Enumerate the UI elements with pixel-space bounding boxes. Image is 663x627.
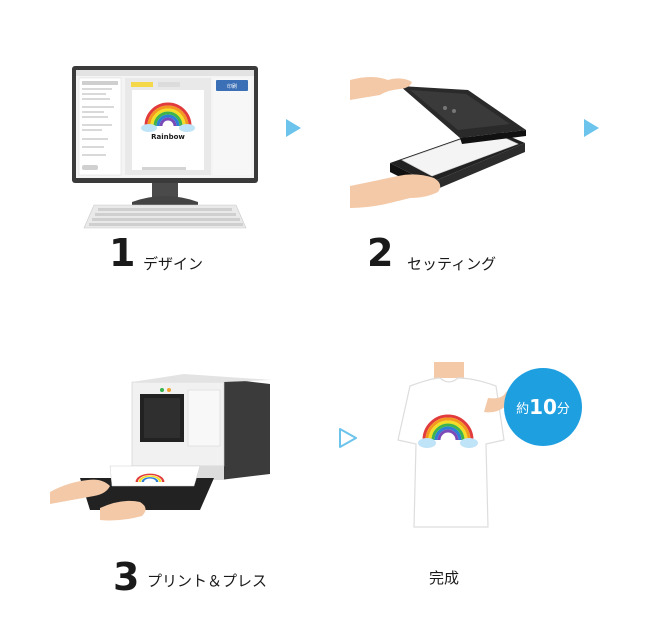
printer-illustration	[50, 370, 280, 530]
side-print-button-label: 印刷	[227, 83, 237, 90]
tshirt-illustration	[392, 362, 522, 537]
step-1-number: 1	[109, 231, 136, 275]
time-badge-value: 10	[529, 395, 557, 419]
arrow-right-outline-icon	[338, 427, 358, 449]
time-badge-unit: 分	[556, 401, 570, 417]
step-2-number: 2	[367, 231, 394, 275]
step-2-label: セッティング	[407, 255, 497, 273]
step-1-label: デザイン	[143, 255, 204, 273]
time-badge-prefix: 約	[516, 401, 530, 417]
arrow-right-icon	[286, 119, 301, 137]
screen-shirt-text: Rainbow	[151, 133, 185, 141]
step-3-label: プリント＆プレス	[147, 572, 268, 590]
final-label: 完成	[429, 569, 460, 587]
setting-illustration	[350, 68, 540, 218]
time-badge: 約 10 分	[504, 368, 582, 446]
step-3-number: 3	[113, 555, 140, 599]
arrow-right-icon	[584, 119, 599, 137]
monitor-illustration: Rainbow 印刷	[72, 66, 262, 232]
